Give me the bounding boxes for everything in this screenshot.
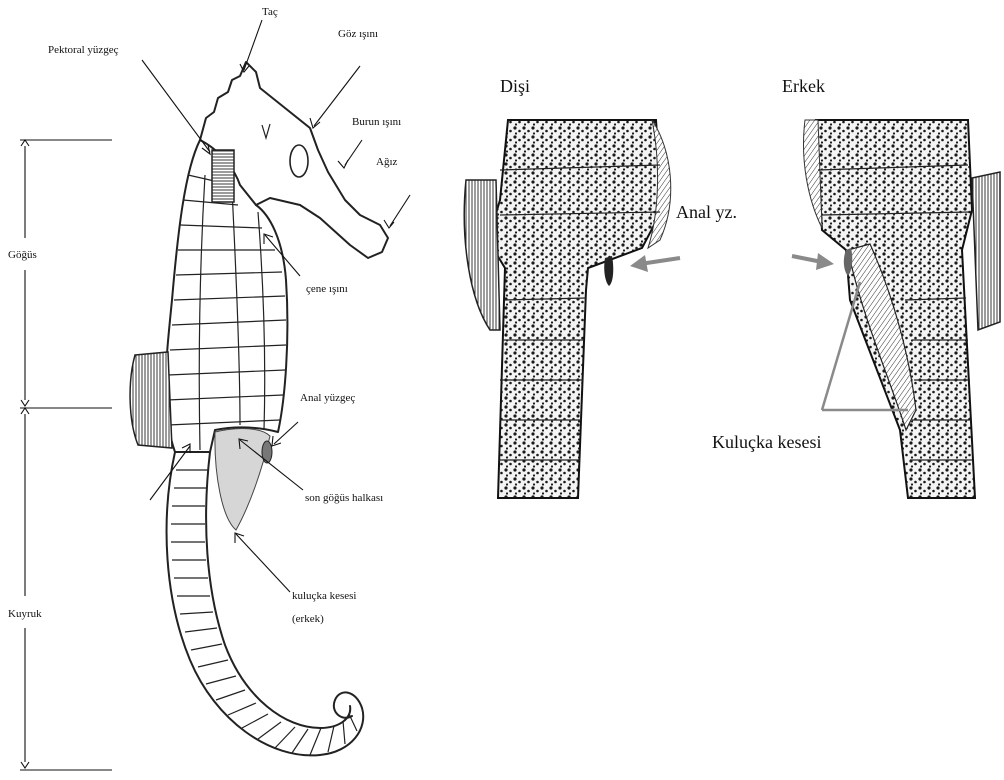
label-mouth: Ağız — [376, 156, 398, 168]
label-jaw-spine: çene ışını — [306, 283, 348, 295]
label-anal-fin: Anal yüzgeç — [300, 392, 355, 404]
anal-fin-shape — [262, 441, 272, 463]
male-anal-fin-arrow — [792, 253, 834, 270]
label-last-chest-ring: son göğüs halkası — [305, 492, 383, 504]
label-brood-pouch: kuluçka kesesi — [292, 590, 356, 602]
male-section-drawing — [804, 120, 1000, 498]
female-anal-fin-shape — [604, 256, 613, 286]
label-tail: Kuyruk — [8, 608, 42, 620]
label-nose-spine: Burun ışını — [352, 116, 401, 128]
label-pectoral-fin: Pektoral yüzgeç — [48, 44, 119, 56]
label-eye-spine: Göz ışını — [338, 28, 378, 40]
female-section-drawing — [464, 120, 670, 498]
title-female: Dişi — [500, 76, 530, 96]
length-brackets — [20, 140, 112, 770]
female-anal-fin-arrow — [630, 255, 680, 272]
brood-pouch-shape — [215, 429, 270, 530]
label-brood-pouch-note: (erkek) — [292, 613, 324, 625]
label-chest: Göğüs — [8, 249, 37, 261]
label-crown: Taç — [262, 6, 278, 18]
label-anal-fin-short: Anal yz. — [676, 202, 737, 222]
title-male: Erkek — [782, 76, 825, 96]
label-brood-pouch-male: Kuluçka kesesi — [712, 432, 821, 452]
seahorse-body-drawing — [130, 62, 388, 755]
